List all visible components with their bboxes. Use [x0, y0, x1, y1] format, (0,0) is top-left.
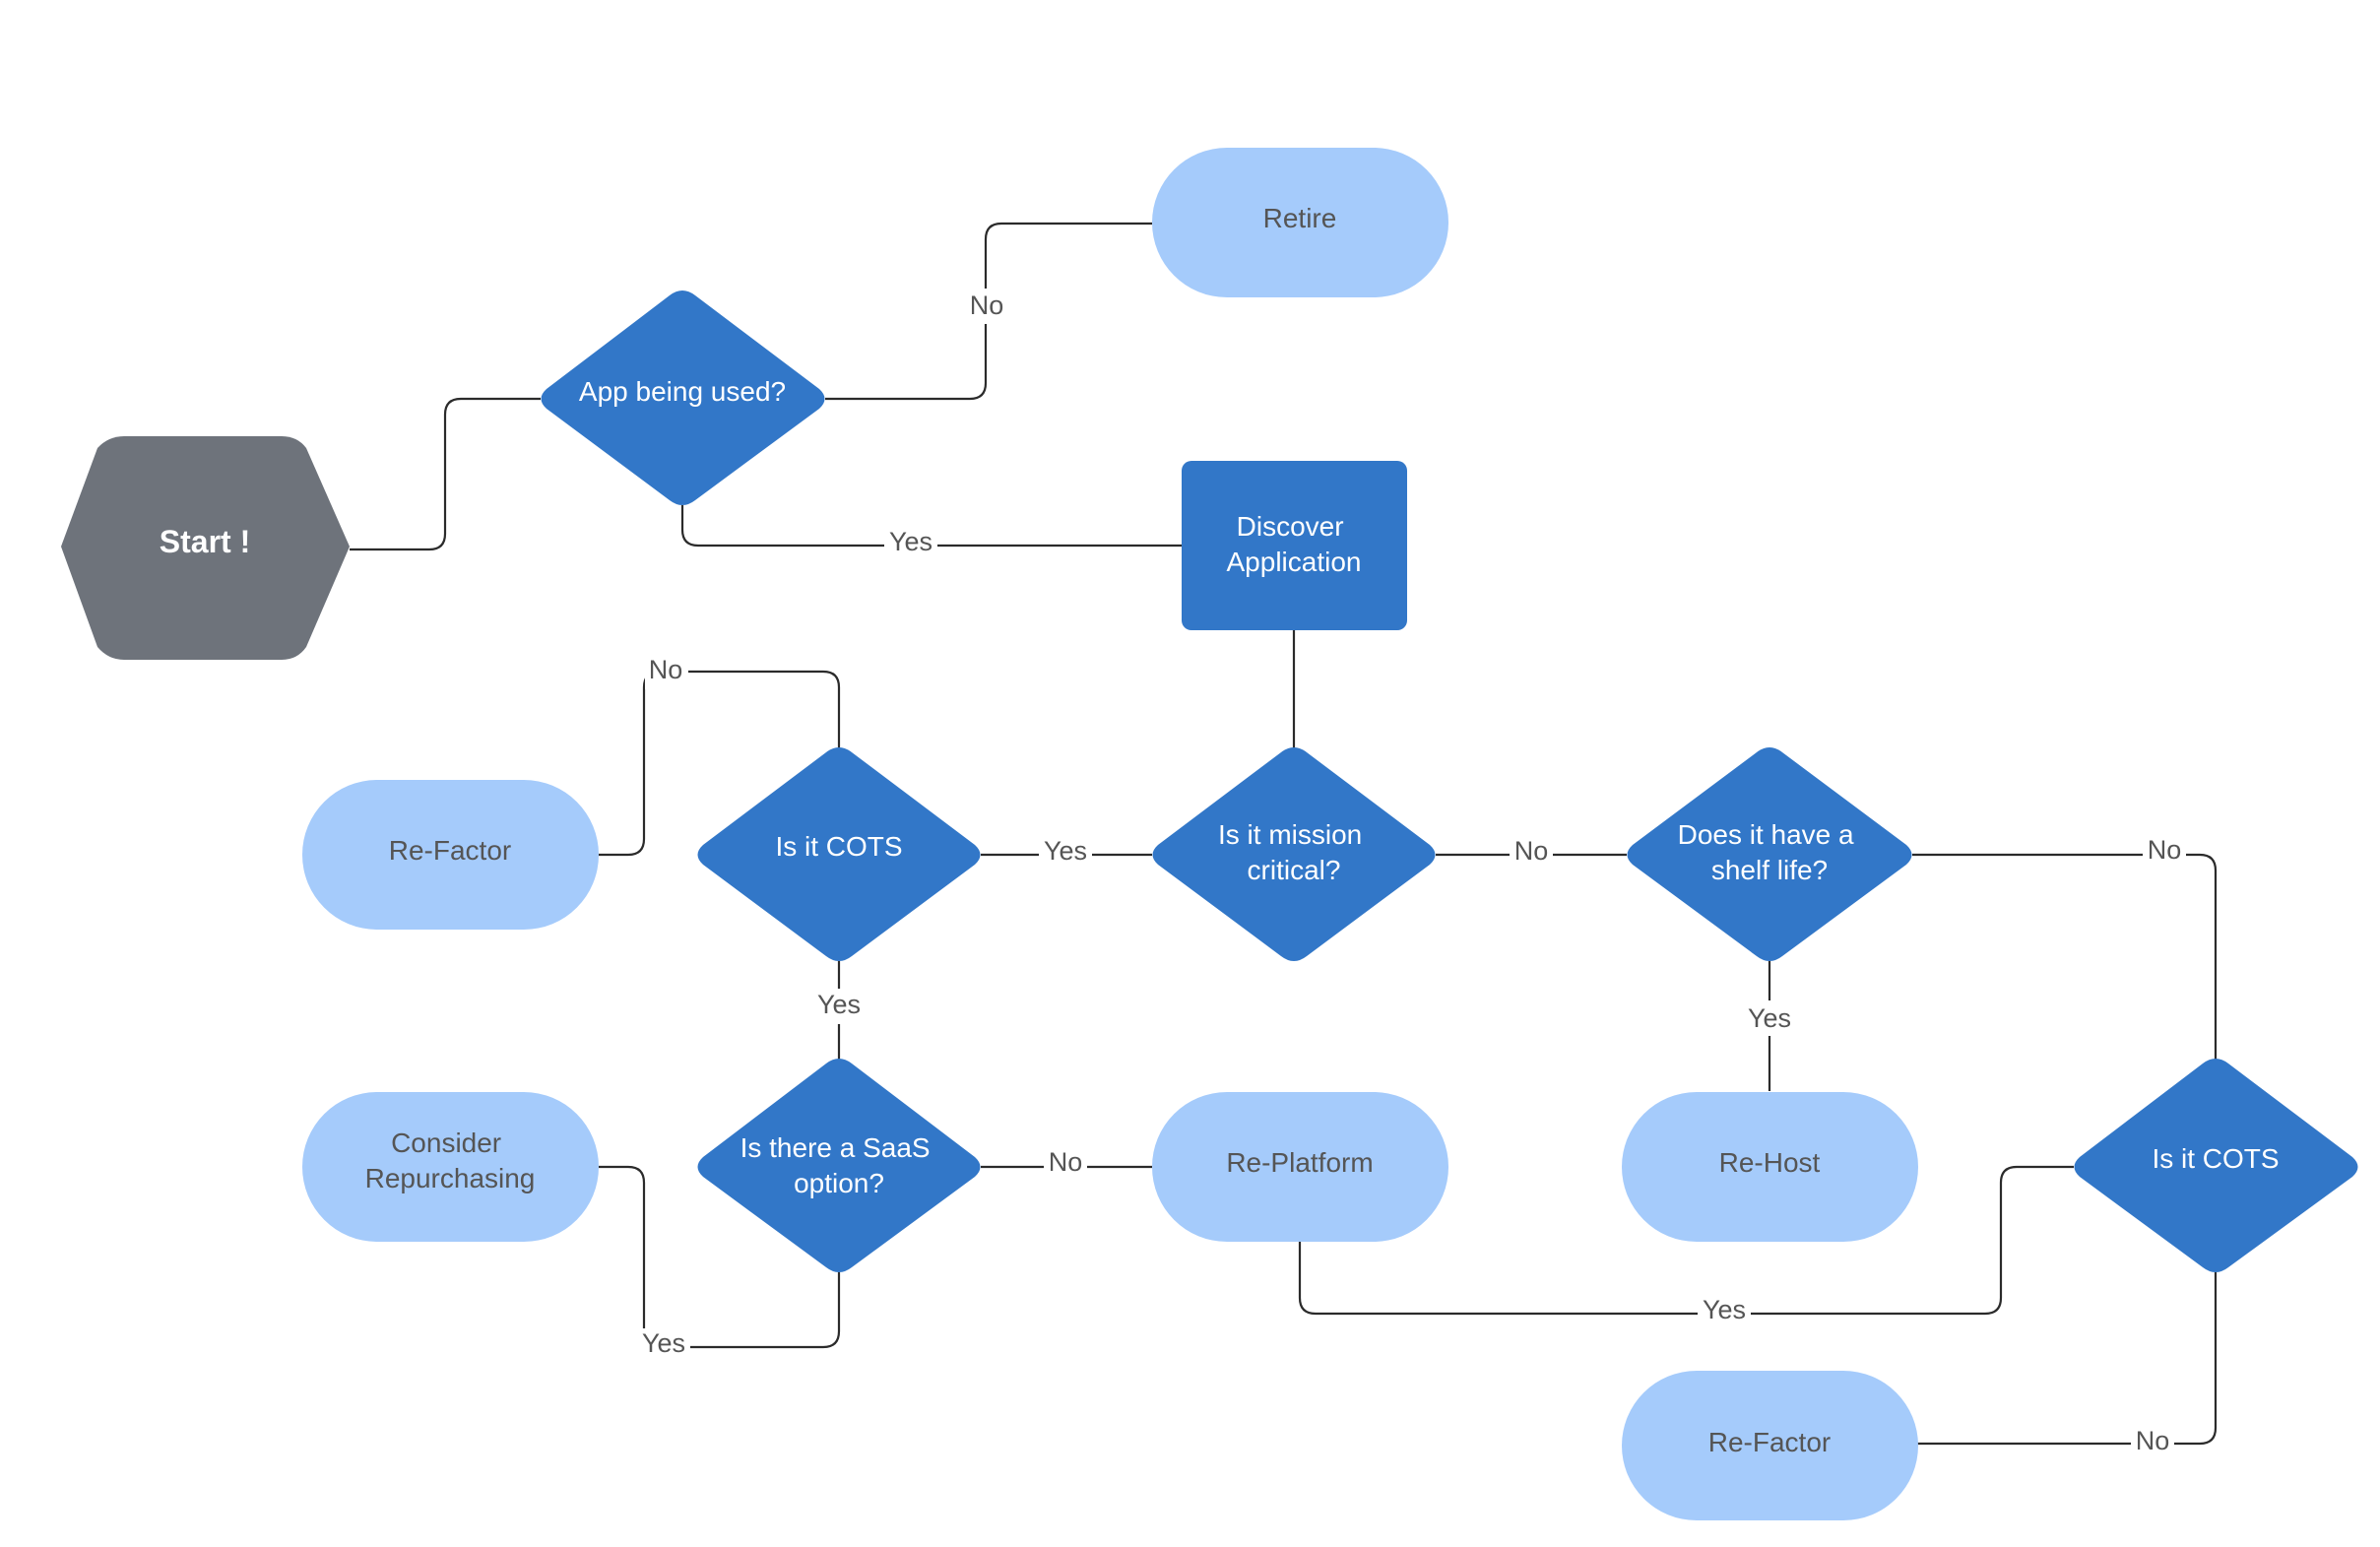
terminal-pill: [302, 780, 599, 930]
edge-label-app-no: No: [970, 290, 1004, 320]
terminal-pill: [1152, 1092, 1448, 1242]
connectors: [350, 222, 2218, 1446]
decision-is-mission-critical[interactable]: Is it mission critical?: [1152, 747, 1436, 961]
edge-label-saas-yes: Yes: [642, 1328, 685, 1358]
edge-shelf-life-to-cots-right: [1912, 853, 2218, 1060]
terminal-label: Re-Factor: [389, 835, 511, 866]
start-label: Start !: [160, 524, 250, 559]
terminal-label: Consider Repurchasing: [365, 1128, 536, 1193]
terminal-pill: [302, 1092, 599, 1242]
decision-diamond: [1152, 747, 1436, 961]
decision-label: Is it COTS: [2152, 1143, 2279, 1174]
decision-diamond: [2074, 1059, 2358, 1272]
terminal-pill: [1152, 148, 1448, 297]
start-node[interactable]: Start !: [61, 436, 350, 660]
terminal-pill: [1622, 1371, 1918, 1520]
terminal-label: Re-Factor: [1708, 1427, 1831, 1457]
decision-diamond: [697, 747, 981, 961]
edge-label-shelf-yes: Yes: [1748, 1003, 1791, 1033]
decision-diamond: [541, 290, 825, 505]
terminal-label: Re-Platform: [1226, 1147, 1373, 1178]
terminal-consider-repurchasing[interactable]: Consider Repurchasing: [302, 1092, 599, 1242]
terminal-label: Re-Host: [1719, 1147, 1821, 1178]
decision-is-there-saas-option[interactable]: Is there a SaaS option?: [697, 1059, 981, 1272]
process-label: Discover Application: [1227, 511, 1362, 577]
terminal-re-platform[interactable]: Re-Platform: [1152, 1092, 1448, 1242]
edge-cots-right-to-replatform: [1298, 1165, 2074, 1316]
decision-label: App being used?: [579, 376, 786, 407]
terminal-refactor-top[interactable]: Re-Factor: [302, 780, 599, 930]
decision-label: Is there a SaaS option?: [740, 1132, 938, 1198]
terminal-pill: [1622, 1092, 1918, 1242]
edge-start-to-app-used: [350, 397, 541, 551]
terminal-label: Retire: [1263, 203, 1337, 233]
edge-cots-right-to-refactor-bottom: [1917, 1272, 2218, 1446]
decision-label: Is it mission critical?: [1218, 819, 1370, 885]
terminal-refactor-bottom[interactable]: Re-Factor: [1622, 1371, 1918, 1520]
edge-label-mission-yes: Yes: [1044, 836, 1087, 866]
terminal-re-host[interactable]: Re-Host: [1622, 1092, 1918, 1242]
decision-app-being-used[interactable]: App being used?: [541, 290, 825, 505]
edge-label-mission-no: No: [1514, 836, 1549, 866]
edge-label-cots-right-no: No: [2136, 1426, 2170, 1455]
decision-has-shelf-life[interactable]: Does it have a shelf life?: [1627, 747, 1912, 961]
process-discover-application[interactable]: Discover Application: [1182, 461, 1407, 630]
process-box: [1182, 461, 1407, 630]
edge-label-app-yes: Yes: [889, 527, 933, 556]
terminal-retire[interactable]: Retire: [1152, 148, 1448, 297]
decision-label: Is it COTS: [775, 831, 902, 862]
edge-label-cots-left-yes: Yes: [817, 990, 861, 1019]
decision-label: Does it have a shelf life?: [1678, 819, 1862, 885]
edge-label-cots-right-yes: Yes: [1703, 1295, 1746, 1324]
nodes: Start ! App being used? Retire Discover …: [61, 148, 2358, 1520]
edge-label-cots-left-no: No: [649, 655, 683, 684]
edge-labels: No Yes Yes No No Yes No Yes Yes No Yes N…: [637, 289, 2186, 1461]
edge-label-saas-no: No: [1049, 1147, 1083, 1177]
decision-diamond: [1627, 747, 1912, 961]
decision-diamond: [697, 1059, 981, 1272]
start-hexagon: [61, 436, 350, 660]
edge-label-shelf-no: No: [2148, 835, 2182, 865]
edge-app-used-to-discover: [680, 505, 1182, 548]
decision-is-it-cots-right[interactable]: Is it COTS: [2074, 1059, 2358, 1272]
decision-is-it-cots-left[interactable]: Is it COTS: [697, 747, 981, 961]
